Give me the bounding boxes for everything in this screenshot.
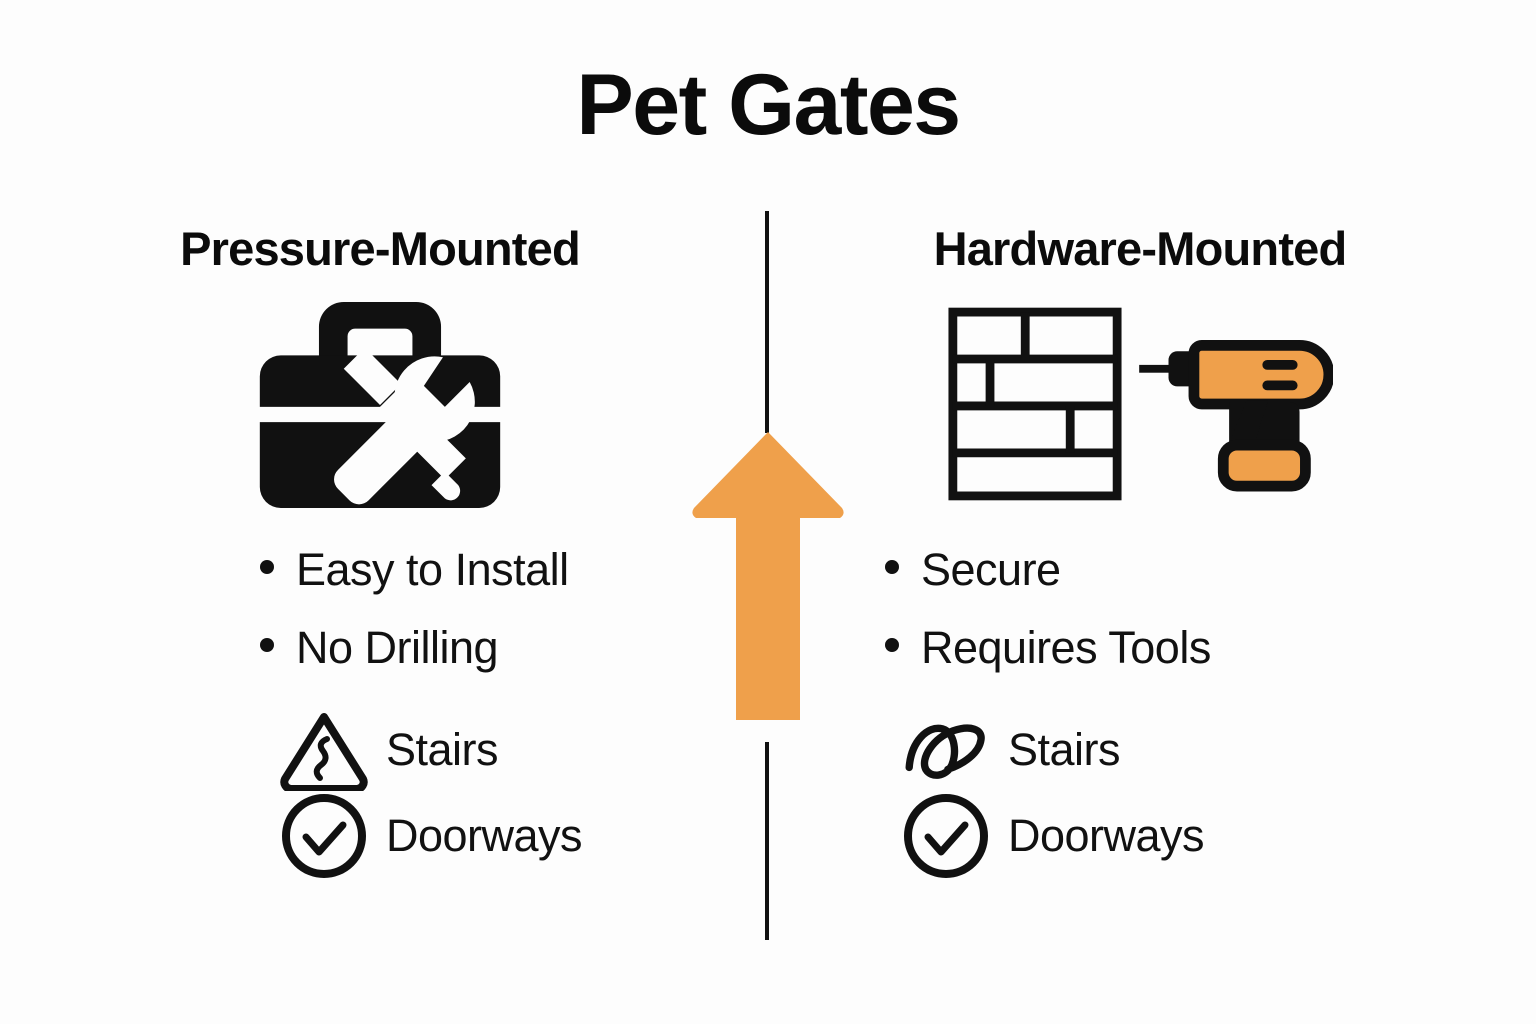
page-title: Pet Gates (576, 57, 961, 153)
bullet-dot-icon (260, 638, 274, 652)
column-heading-pressure-mounted: Pressure-Mounted (180, 222, 581, 275)
feature-row-stairs: Stairs (900, 707, 1490, 793)
artwork-pressure-mounted (30, 281, 730, 531)
vertical-divider-top (765, 211, 769, 433)
feature-list-pressure-mounted: Stairs Doorways (30, 707, 730, 879)
bullet-list-hardware-mounted: Secure Requires Tools (790, 531, 1490, 687)
toolbox-icon (256, 294, 504, 519)
feature-row-doorways: Doorways (278, 793, 730, 879)
vertical-divider-bottom (765, 742, 769, 940)
feature-label: Doorways (386, 810, 583, 861)
check-circle-icon (278, 790, 370, 882)
artwork-hardware-mounted (790, 281, 1490, 531)
feature-label: Stairs (1008, 724, 1121, 775)
power-drill-icon (1137, 316, 1335, 497)
scribble-loop-icon (900, 713, 992, 787)
list-item: Secure (885, 531, 1490, 609)
bullet-dot-icon (260, 560, 274, 574)
column-heading-hardware-mounted: Hardware-Mounted (933, 222, 1348, 275)
feature-list-hardware-mounted: Stairs Doorways (790, 707, 1490, 879)
feature-row-stairs: Stairs (278, 707, 730, 793)
column-hardware-mounted: Hardware-Mounted (790, 225, 1490, 879)
warning-triangle-icon (278, 709, 370, 791)
check-circle-icon (900, 790, 992, 882)
feature-label: Stairs (386, 724, 499, 775)
bullet-label: No Drilling (296, 622, 499, 673)
bullet-label: Secure (921, 544, 1061, 595)
bullet-label: Easy to Install (296, 544, 569, 595)
bullet-label: Requires Tools (921, 622, 1211, 673)
list-item: Easy to Install (260, 531, 730, 609)
feature-label: Doorways (1008, 810, 1205, 861)
feature-row-doorways: Doorways (900, 793, 1490, 879)
column-pressure-mounted: Pressure-Mounted (30, 225, 730, 879)
brick-wall-icon (947, 306, 1123, 507)
bullet-list-pressure-mounted: Easy to Install No Drilling (30, 531, 730, 687)
list-item: Requires Tools (885, 609, 1490, 687)
bullet-dot-icon (885, 560, 899, 574)
up-arrow-icon (690, 428, 846, 724)
bullet-dot-icon (885, 638, 899, 652)
list-item: No Drilling (260, 609, 730, 687)
